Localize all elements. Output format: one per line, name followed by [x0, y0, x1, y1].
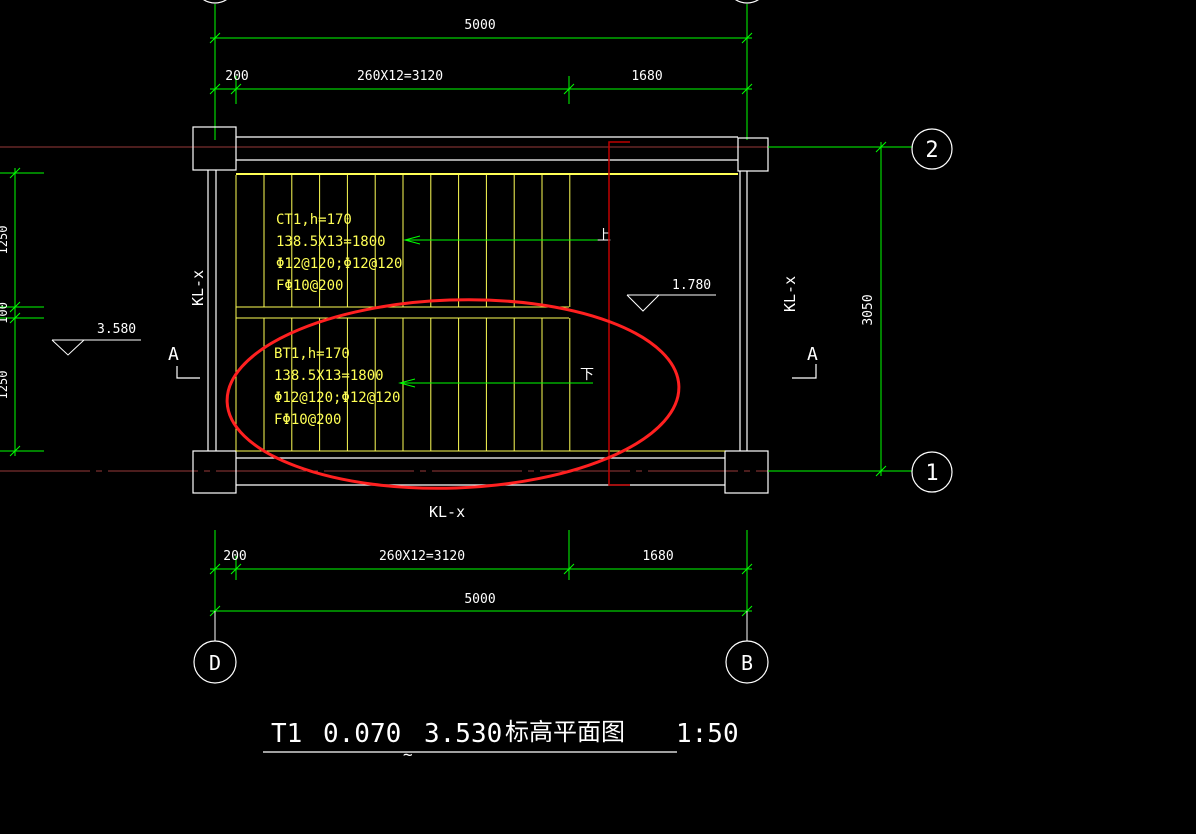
drawing-title: T1 0.070 ~ 3.530 标高平面图 1:50 [271, 718, 739, 764]
top-dimension-chain [209, 4, 753, 140]
highlight-ellipse [225, 298, 681, 490]
lower-flight-line3: Φ12@120;Φ12@120 [274, 390, 400, 406]
axis-bubble-2: 2 [911, 128, 953, 170]
dim-bottom-mid: 260X12=3120 [379, 549, 465, 564]
svg-text:2: 2 [925, 138, 938, 163]
column-top-left [192, 126, 237, 171]
svg-text:D: D [209, 651, 221, 675]
upper-flight-line2: 138.5X13=1800 [276, 234, 386, 250]
section-mark-left-tick [176, 366, 200, 379]
level-mark-landing [626, 294, 716, 312]
title-tilde: ~ [403, 745, 413, 764]
axis-bubble-1: 1 [911, 451, 953, 493]
axis-bubble-D: D [193, 640, 237, 684]
level-mark-left [51, 339, 141, 356]
stair-flights [235, 173, 738, 452]
right-dimension [768, 141, 912, 477]
level-left-text: 3.580 [97, 322, 136, 337]
beams-outline [207, 136, 748, 486]
title-level1: 0.070 [323, 719, 401, 749]
section-mark-left: A [168, 344, 179, 365]
upper-flight-line1: CT1,h=170 [276, 212, 352, 228]
direction-down-label: 下 [580, 367, 594, 383]
title-scale: 1:50 [676, 719, 739, 749]
dim-left-lower: 1250 [0, 371, 10, 400]
dim-left-upper: 1250 [0, 226, 10, 255]
dim-top-left: 200 [225, 69, 248, 84]
dim-top-mid: 260X12=3120 [357, 69, 443, 84]
column-bottom-left [192, 450, 237, 494]
dim-bottom-right: 1680 [642, 549, 673, 564]
title-name: T1 [271, 719, 302, 749]
direction-arrow-down [398, 378, 593, 388]
lower-flight-line4: FΦ10@200 [274, 412, 341, 428]
dim-left-mid: 100 [0, 302, 10, 324]
dim-top-right: 1680 [631, 69, 662, 84]
section-mark-right-tick [792, 364, 817, 379]
dim-right-height: 3050 [861, 294, 876, 325]
beam-label-right: KL-x [781, 276, 799, 312]
lower-flight-line2: 138.5X13=1800 [274, 368, 384, 384]
level-landing-text: 1.780 [672, 278, 711, 293]
section-cut-line [608, 141, 630, 486]
axis-bubble-top-left [203, 0, 227, 4]
svg-text:1: 1 [925, 461, 938, 486]
upper-flight-line4: FΦ10@200 [276, 278, 343, 294]
lower-flight-line1: BT1,h=170 [274, 346, 350, 362]
left-dimension [0, 167, 44, 457]
column-top-right [737, 137, 769, 172]
axis-bubble-B: B [725, 640, 769, 684]
title-caption: 标高平面图 [505, 718, 625, 746]
lower-flight-notes: BT1,h=170 138.5X13=1800 Φ12@120;Φ12@120 … [274, 346, 400, 428]
bottom-dimension-chain [209, 530, 753, 640]
beam-label-left: KL-x [189, 270, 207, 306]
upper-flight-line3: Φ12@120;Φ12@120 [276, 256, 402, 272]
title-level2: 3.530 [424, 719, 502, 749]
axis-bubble-top-right [735, 0, 759, 4]
column-bottom-right [724, 450, 769, 494]
svg-text:B: B [741, 651, 753, 675]
beam-label-bottom: KL-x [429, 503, 465, 521]
dim-bottom-left: 200 [223, 549, 246, 564]
direction-arrow-up [403, 235, 598, 245]
section-mark-right: A [807, 344, 818, 365]
direction-up-label: 上 [597, 228, 611, 244]
dim-top-total: 5000 [464, 18, 495, 33]
upper-flight-notes: CT1,h=170 138.5X13=1800 Φ12@120;Φ12@120 … [276, 212, 402, 294]
dim-bottom-total: 5000 [464, 592, 495, 607]
